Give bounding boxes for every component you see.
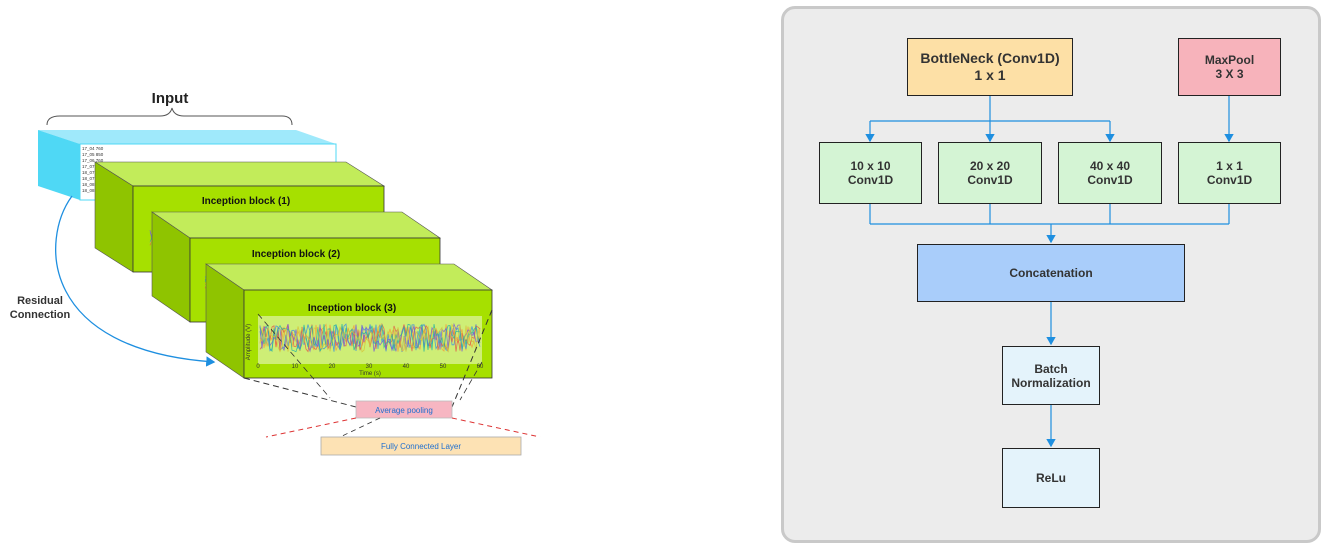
xtick-50: 50 <box>440 364 447 370</box>
xtick-0: 0 <box>256 364 260 370</box>
xtick-60: 60 <box>477 364 484 370</box>
fully-connected-box <box>320 436 522 456</box>
conv1d-20x20-box: 20 x 20 Conv1D <box>938 142 1042 204</box>
batch-normalization-box: Batch Normalization <box>1002 346 1100 405</box>
inception-architecture-svg: Input 17_04 760 17_05 850 17_06 760 17_0… <box>10 90 541 456</box>
fully-connected-label: Fully Connected Layer <box>381 442 461 451</box>
input-label: Input <box>152 90 189 107</box>
block-3-ylabel: Amplitude (V) <box>246 324 252 360</box>
residual-connection-arrow <box>55 195 216 367</box>
input-row-1: 17_04 760 <box>82 146 104 151</box>
fc-dash-left <box>265 417 357 438</box>
xtick-10: 10 <box>292 364 299 370</box>
relu-label: ReLu <box>1036 471 1066 485</box>
conv-1-size: 1 x 1 <box>1216 159 1243 173</box>
conv-10-type: Conv1D <box>847 173 894 187</box>
conv-10-size: 10 x 10 <box>850 159 891 173</box>
xtick-40: 40 <box>403 364 410 370</box>
input-row-8: 18_08 850 <box>82 188 104 193</box>
inception-architecture-diagram: Input 17_04 760 17_05 850 17_06 760 17_0… <box>10 90 541 456</box>
concatenation-label: Concatenation <box>1009 266 1093 280</box>
bottleneck-conv1d-box: BottleNeck (Conv1D) 1 x 1 <box>907 38 1073 96</box>
conv1d-10x10-box: 10 x 10 Conv1D <box>819 142 922 204</box>
conv-1-type: Conv1D <box>1206 173 1253 187</box>
input-row-3: 17_06 760 <box>82 158 104 163</box>
maxpool-size: 3 X 3 <box>1215 67 1244 81</box>
input-row-5: 18_07 760 <box>82 170 104 175</box>
conv-40-size: 40 x 40 <box>1089 159 1131 173</box>
input-row-6: 18_07 850 <box>82 176 104 181</box>
relu-box: ReLu <box>1002 448 1100 508</box>
pool-dash-left <box>243 377 357 408</box>
bottleneck-title: BottleNeck (Conv1D) <box>920 50 1060 66</box>
input-row-4: 17_07 850 <box>82 164 104 169</box>
input-row-7: 18_08 760 <box>82 182 104 187</box>
xtick-30: 30 <box>366 364 373 370</box>
input-row-2: 17_05 850 <box>82 152 104 157</box>
block-3-xticks: 0 10 20 30 40 50 60 <box>256 364 484 370</box>
input-row-labels: 17_04 760 17_05 850 17_06 760 17_07 850 … <box>82 146 104 193</box>
pool-dash-right <box>451 309 493 408</box>
residual-label-line1: Residual <box>17 295 63 307</box>
batchnorm-line1: Batch <box>1034 361 1068 376</box>
residual-label-line2: Connection <box>10 309 71 321</box>
bottleneck-size: 1 x 1 <box>974 67 1006 83</box>
conv1d-1x1-box: 1 x 1 Conv1D <box>1178 142 1281 204</box>
average-pooling-box <box>355 400 453 419</box>
inception-block-3-title: Inception block (3) <box>308 303 396 314</box>
inception-block-1-title: Inception block (1) <box>202 196 290 207</box>
batchnorm-line2: Normalization <box>1011 375 1091 390</box>
inception-block-3-signal <box>259 322 481 353</box>
conv-20-size: 20 x 20 <box>969 159 1011 173</box>
conv-20-type: Conv1D <box>967 173 1013 187</box>
pool-dash-inner-right <box>459 361 483 401</box>
conv-40-type: Conv1D <box>1087 173 1133 187</box>
block-3-xlabel: Time (s) <box>359 371 381 377</box>
fc-dash-right <box>451 417 541 438</box>
block-3-signal-trace-6 <box>259 323 481 353</box>
average-pooling-label: Average pooling <box>375 406 433 415</box>
inception-block-2-title: Inception block (2) <box>252 249 340 260</box>
maxpool-title: MaxPool <box>1204 53 1255 67</box>
conv1d-40x40-box: 40 x 40 Conv1D <box>1058 142 1162 204</box>
maxpool-box: MaxPool 3 X 3 <box>1178 38 1281 96</box>
xtick-20: 20 <box>329 364 336 370</box>
input-brace <box>46 107 293 126</box>
pool-dash-inner-left <box>257 313 331 399</box>
fc-dash-mid <box>339 417 381 438</box>
inception-block-3: Inception block (3) Amplitude (V) Time (… <box>205 263 493 379</box>
concatenation-box: Concatenation <box>917 244 1185 302</box>
